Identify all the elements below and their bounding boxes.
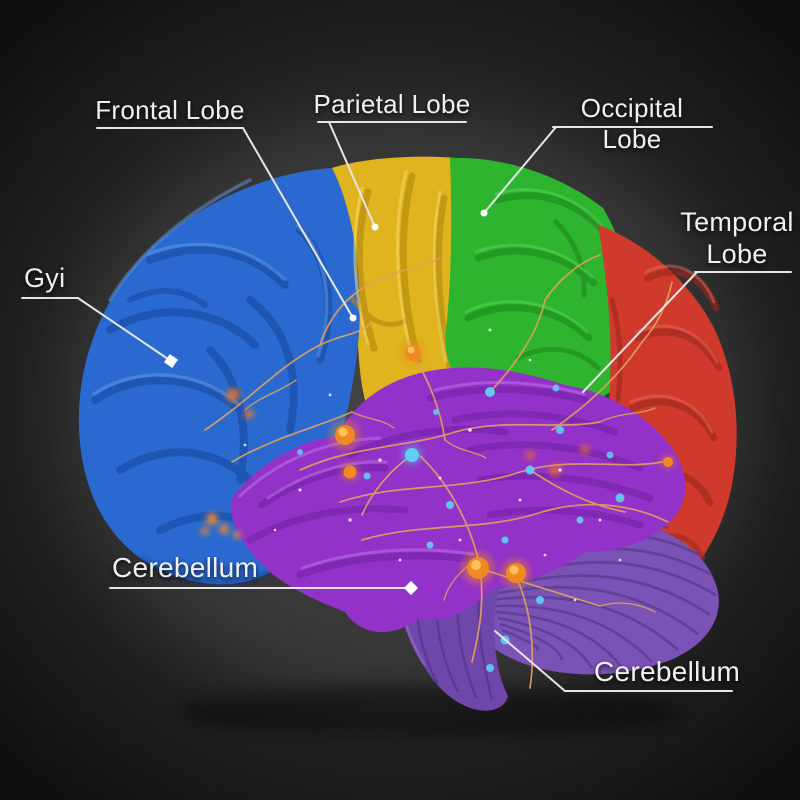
leader-endpoints [164, 209, 488, 596]
frontal-leader-line [96, 127, 354, 319]
sparkles [243, 328, 622, 602]
label-frontal-lobe: Frontal Lobe [95, 95, 245, 125]
occipital-leader-line [483, 126, 713, 214]
occipital-lobe-region [445, 157, 633, 403]
ground-shadow [180, 686, 680, 738]
label-temporal-lobe: Temporal Lobe [680, 207, 794, 269]
parietal-leader-line [317, 121, 467, 228]
label-cerebellum-right: Cerebellum [594, 656, 741, 687]
neuron-somas [329, 340, 676, 588]
cerebellum-right-leader-line [494, 630, 733, 692]
leader-lines [21, 121, 792, 692]
label-gyi: Gyi [24, 263, 66, 293]
neuron-nodes [297, 384, 625, 672]
parietal-lobe-region [332, 156, 469, 436]
label-parietal-lobe: Parietal Lobe [313, 89, 471, 119]
label-occipital-lobe: Occipital Lobe [580, 93, 684, 154]
orange-glow-spots [201, 388, 590, 539]
temporal-leader-line [582, 271, 792, 393]
gyi-leader-line [21, 297, 169, 360]
label-cerebellum-left: Cerebellum [112, 552, 259, 583]
